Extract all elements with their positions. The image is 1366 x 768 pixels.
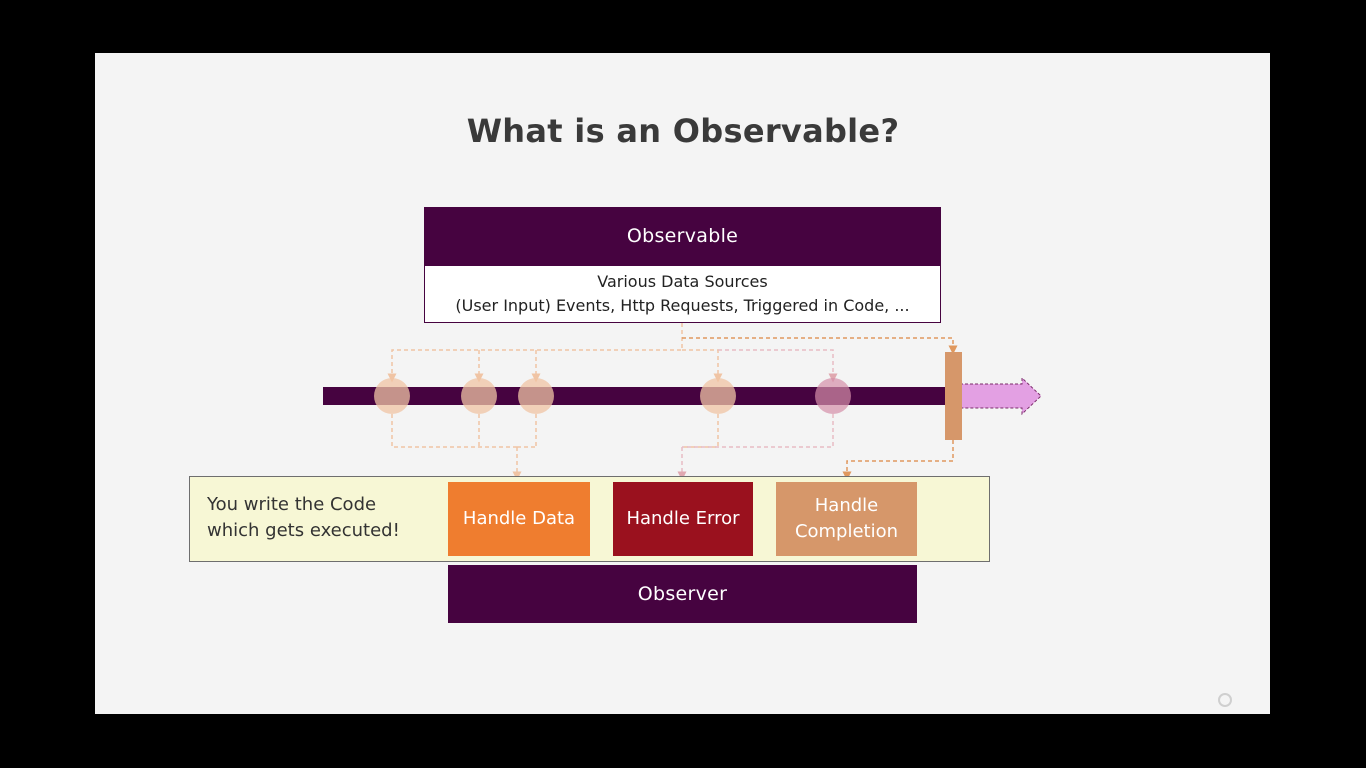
data-sources-examples: (User Input) Events, Http Requests, Trig… [455,296,910,315]
handle-data-label: Handle Data [462,508,576,529]
data-sources-title: Various Data Sources [597,272,768,291]
connector-to-data-1 [391,414,517,448]
handle-error-box: Handle Error [613,482,753,556]
handle-completion-box: Handle Completion [776,482,917,556]
handle-completion-label-line1: Handle [814,495,879,516]
connector-event-5 [718,349,838,383]
observer-box: Observer [448,565,917,623]
data-event-circle [461,378,497,414]
connector-event-4-down [682,414,719,448]
handle-completion-label-line2: Completion [794,521,899,542]
data-event-circle [374,378,410,414]
connector-completion-top [682,337,958,355]
handler-connectors [391,414,954,481]
data-event-circle [700,378,736,414]
connector-event-4 [682,349,723,383]
emission-connectors [387,323,958,383]
connector-handle-completion [842,440,954,481]
udemy-logo-icon [1218,693,1232,707]
data-event-circle [518,378,554,414]
observer-label: Observer [637,583,728,605]
code-description: You write the Code which gets executed! [207,492,437,544]
watermark [1218,693,1232,707]
observable-data-sources: Various Data Sources (User Input) Events… [424,265,941,323]
code-description-line1: You write the Code [207,494,377,515]
handle-data-box: Handle Data [448,482,590,556]
connector-error-down [682,414,834,448]
connector-event-1 [387,323,683,383]
code-description-line2: which gets executed! [207,520,400,541]
observable-label: Observable [626,225,739,247]
completion-marker [945,352,962,440]
observable-header: Observable [424,207,941,265]
handle-error-label: Handle Error [626,508,740,529]
stream-line [323,387,953,405]
slide-title: What is an Observable? [466,112,900,150]
stream-continuation-arrow [959,376,1042,416]
error-event-circle [815,378,851,414]
